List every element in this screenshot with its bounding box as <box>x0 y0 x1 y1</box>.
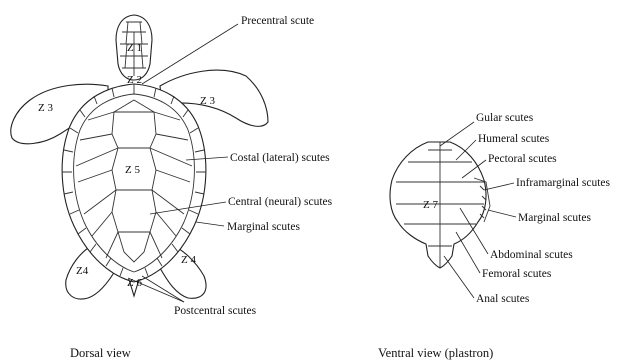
plastron-outline <box>390 142 486 268</box>
dorsal-view: Z 1 Z 2 Z 3 Z 3 Z 5 Z4 Z 4 Z 6 Precentra… <box>11 15 333 360</box>
inframarginal-leader <box>484 183 514 190</box>
zone-label-z3-left: Z 3 <box>38 102 53 114</box>
label-inframarginal-scutes: Inframarginal scutes <box>516 177 611 189</box>
label-pectoral-scutes: Pectoral scutes <box>488 153 557 165</box>
zone-label-z1: Z 1 <box>127 42 142 54</box>
label-marginal-scutes-ventral: Marginal scutes <box>518 212 591 224</box>
label-abdominal-scutes: Abdominal scutes <box>490 249 573 261</box>
label-postcentral-scutes: Postcentral scutes <box>174 305 257 317</box>
label-marginal-scutes-dorsal: Marginal scutes <box>227 221 300 233</box>
label-gular-scutes: Gular scutes <box>476 112 534 124</box>
gular-leader <box>440 122 474 146</box>
femoral-leader <box>456 232 480 273</box>
label-central-scutes: Central (neural) scutes <box>228 196 333 208</box>
label-anal-scutes: Anal scutes <box>476 293 530 305</box>
label-femoral-scutes: Femoral scutes <box>482 268 552 280</box>
zone-label-z5: Z 5 <box>125 164 140 176</box>
marginal-leader <box>196 222 224 226</box>
marginal-ventral-leader <box>488 210 516 217</box>
label-costal-scutes: Costal (lateral) scutes <box>230 152 330 164</box>
zone-label-z2: Z 2 <box>127 74 142 86</box>
ventral-view: Z 7 Gular scutes Humeral scutes Pectoral… <box>378 112 611 360</box>
anal-leader <box>444 256 474 298</box>
zone-label-z7: Z 7 <box>423 199 438 211</box>
zone-label-z4-left: Z4 <box>76 265 89 277</box>
caption-ventral-view: Ventral view (plastron) <box>378 346 493 360</box>
label-humeral-scutes: Humeral scutes <box>478 133 550 145</box>
caption-dorsal-view: Dorsal view <box>70 346 131 360</box>
label-precentral-scute: Precentral scute <box>241 15 314 27</box>
zone-label-z4-right: Z 4 <box>181 254 196 266</box>
zone-label-z3-right: Z 3 <box>200 95 215 107</box>
